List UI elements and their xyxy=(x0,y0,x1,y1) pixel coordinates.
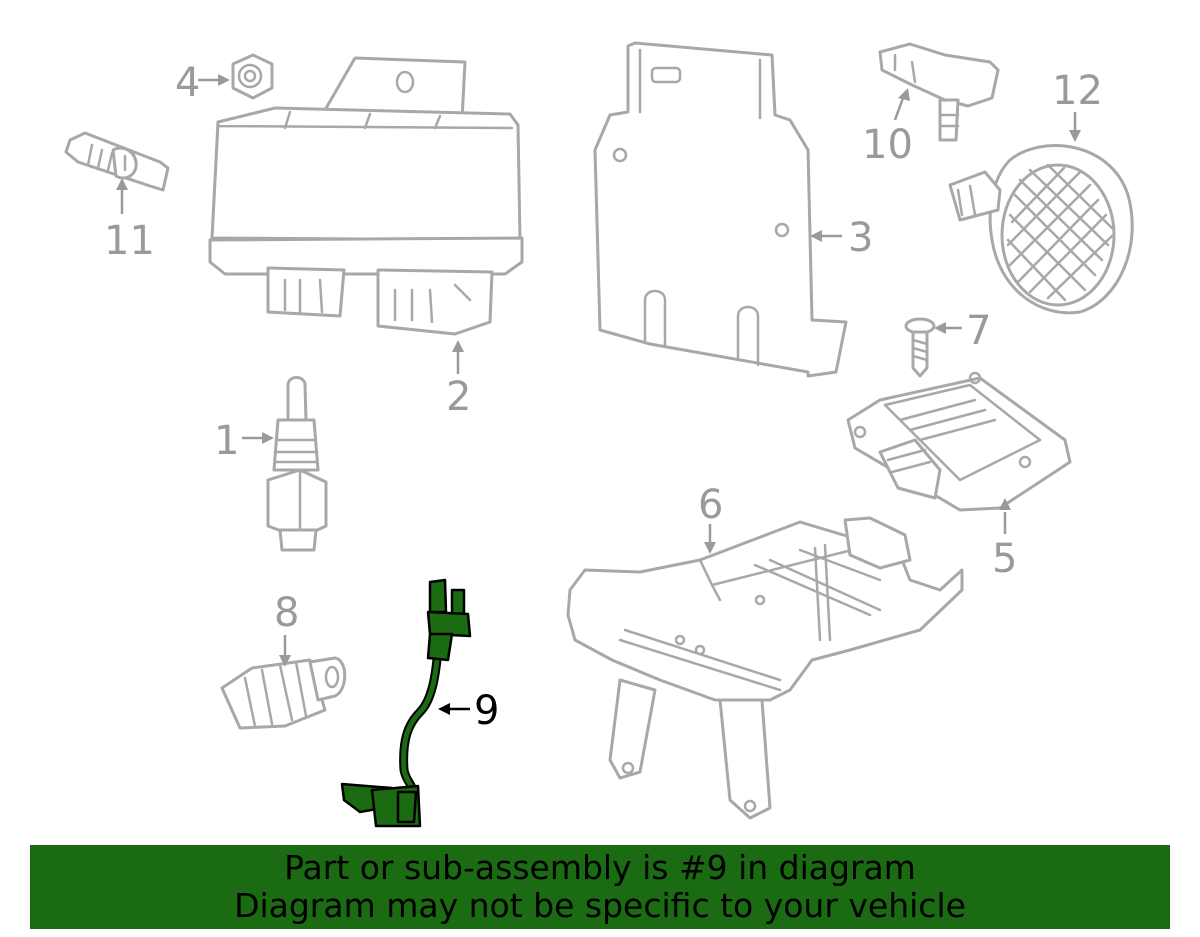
part-6-tray[interactable] xyxy=(566,516,964,820)
part-8-sensor[interactable] xyxy=(220,656,347,730)
part-7-screw[interactable] xyxy=(904,317,936,378)
callout-11: 11 xyxy=(104,178,155,264)
svg-text:6: 6 xyxy=(698,482,723,528)
part-4-nut[interactable] xyxy=(231,53,274,100)
part-12-maf-sensor[interactable] xyxy=(948,144,1134,315)
svg-text:8: 8 xyxy=(274,590,299,636)
svg-text:2: 2 xyxy=(446,374,471,420)
svg-text:10: 10 xyxy=(862,122,913,168)
parts-diagram: 11 4 2 3 xyxy=(64,41,1134,828)
callout-5: 5 xyxy=(992,498,1017,582)
svg-text:1: 1 xyxy=(214,418,239,464)
banner-line-1: Part or sub-assembly is #9 in diagram xyxy=(284,848,916,887)
svg-text:9: 9 xyxy=(474,688,499,734)
svg-text:5: 5 xyxy=(992,536,1017,582)
callout-6: 6 xyxy=(698,482,723,554)
callout-1: 1 xyxy=(214,418,274,464)
svg-text:11: 11 xyxy=(104,218,155,264)
part-11-sensor[interactable] xyxy=(64,131,170,192)
svg-text:7: 7 xyxy=(966,308,991,354)
callout-7: 7 xyxy=(934,308,991,354)
callout-4: 4 xyxy=(175,60,230,106)
callout-3: 3 xyxy=(810,215,873,261)
svg-text:12: 12 xyxy=(1052,68,1103,114)
part-10-sensor[interactable] xyxy=(878,42,1000,142)
part-1-glow-plug[interactable] xyxy=(266,376,328,552)
callout-12: 12 xyxy=(1052,68,1103,142)
maf-grid xyxy=(1006,163,1114,302)
callout-10: 10 xyxy=(862,88,913,168)
part-9-sensor-harness[interactable] xyxy=(340,578,472,828)
callout-2: 2 xyxy=(446,340,471,420)
svg-text:4: 4 xyxy=(175,60,200,106)
banner-line-2: Diagram may not be specific to your vehi… xyxy=(234,886,966,925)
svg-text:3: 3 xyxy=(848,215,873,261)
part-2-control-module[interactable] xyxy=(208,56,524,336)
part-3-bracket[interactable] xyxy=(593,41,848,378)
part-5-ecm[interactable] xyxy=(846,371,1072,512)
callout-8: 8 xyxy=(274,590,299,667)
info-banner: Part or sub-assembly is #9 in diagram Di… xyxy=(30,845,1170,929)
callout-9: 9 xyxy=(438,688,499,734)
